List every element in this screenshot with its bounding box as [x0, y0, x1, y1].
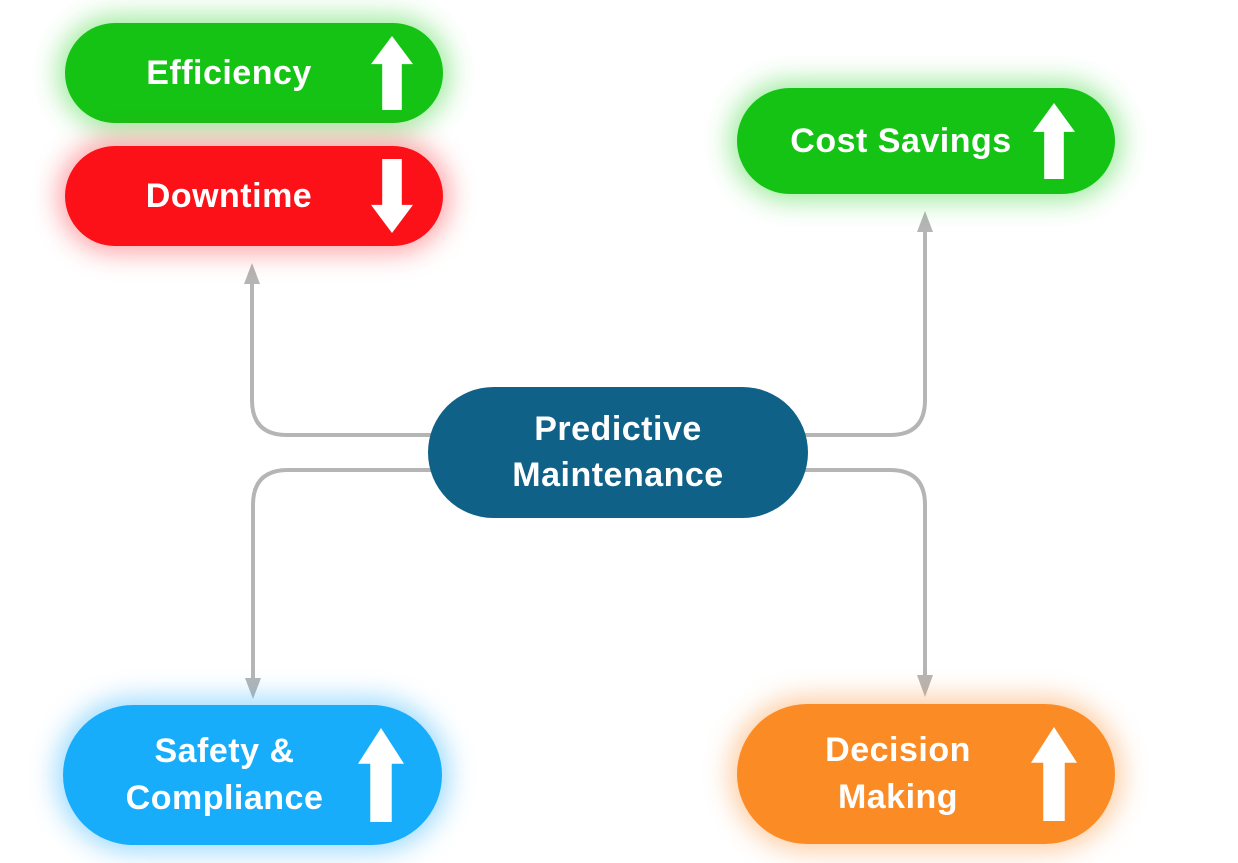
connector-arrowhead-down-right: [917, 675, 933, 697]
node-predictive-maintenance: Predictive Maintenance: [428, 387, 808, 518]
node-label: Decision Making: [825, 731, 971, 816]
node-efficiency: Efficiency: [65, 23, 443, 123]
node-decision-making: Decision Making: [737, 704, 1115, 844]
node-downtime: Downtime: [65, 146, 443, 246]
connector-to-safety: [251, 468, 440, 678]
node-label: Efficiency: [146, 53, 312, 92]
connector-to-cost-savings: [800, 232, 927, 437]
connector-to-downtime: [250, 284, 440, 437]
node-label: Safety & Compliance: [125, 732, 324, 817]
connector-to-decision: [800, 468, 927, 675]
node-label: Cost Savings: [790, 121, 1012, 160]
node-safety-compliance: Safety & Compliance: [63, 705, 442, 845]
connector-arrowhead-down-left: [245, 678, 261, 699]
node-cost-savings: Cost Savings: [737, 88, 1115, 194]
connector-arrowhead-up-right: [917, 211, 933, 232]
trend-arrow-icon: [1031, 727, 1077, 821]
node-label: Downtime: [145, 176, 313, 215]
connector-arrowhead-up-left: [244, 263, 260, 284]
trend-arrow-icon: [371, 159, 413, 233]
trend-arrow-icon: [371, 36, 413, 110]
trend-arrow-icon: [1033, 103, 1075, 179]
center-node-label: Predictive Maintenance: [512, 409, 724, 494]
trend-arrow-icon: [358, 728, 404, 822]
